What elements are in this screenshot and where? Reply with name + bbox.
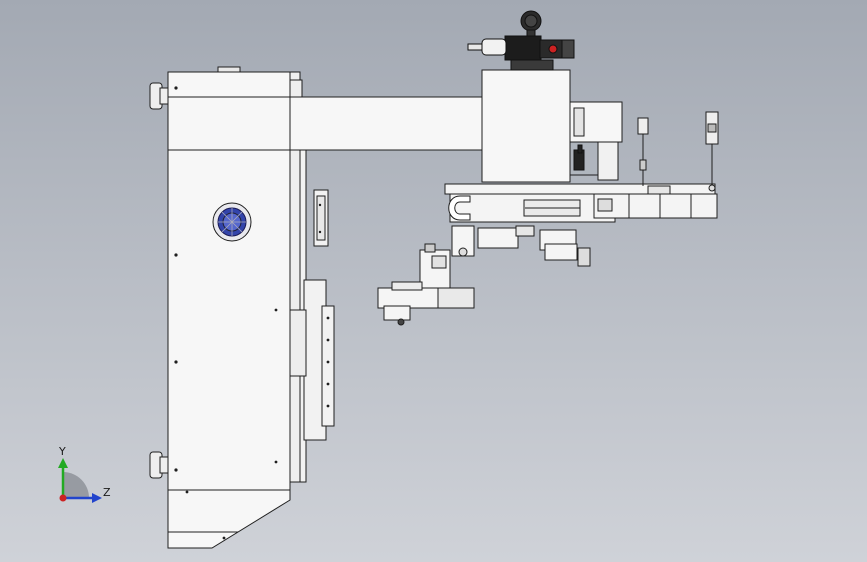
z-axis-label: Z bbox=[103, 486, 111, 499]
view-triad: Y Z bbox=[58, 445, 111, 503]
y-axis-label: Y bbox=[58, 445, 66, 458]
vertical-slide[interactable] bbox=[289, 149, 335, 483]
gripper-assembly[interactable] bbox=[377, 225, 591, 326]
column-bolts bbox=[174, 86, 278, 540]
sensor-left bbox=[637, 117, 649, 186]
leveling-foot-bottom bbox=[149, 451, 169, 479]
triad-origin bbox=[59, 494, 67, 502]
y-axis-arrow bbox=[58, 458, 68, 468]
regulator-gauge bbox=[467, 10, 575, 71]
triad-corner bbox=[63, 472, 89, 498]
horizontal-arm[interactable] bbox=[167, 79, 484, 151]
sensor-right bbox=[705, 111, 719, 192]
head-block[interactable] bbox=[481, 69, 623, 183]
head-connector bbox=[573, 144, 585, 171]
leveling-foot-top bbox=[149, 82, 169, 110]
linear-stage[interactable] bbox=[444, 183, 718, 223]
fan-grille bbox=[212, 202, 252, 242]
z-axis-arrow bbox=[92, 493, 102, 503]
